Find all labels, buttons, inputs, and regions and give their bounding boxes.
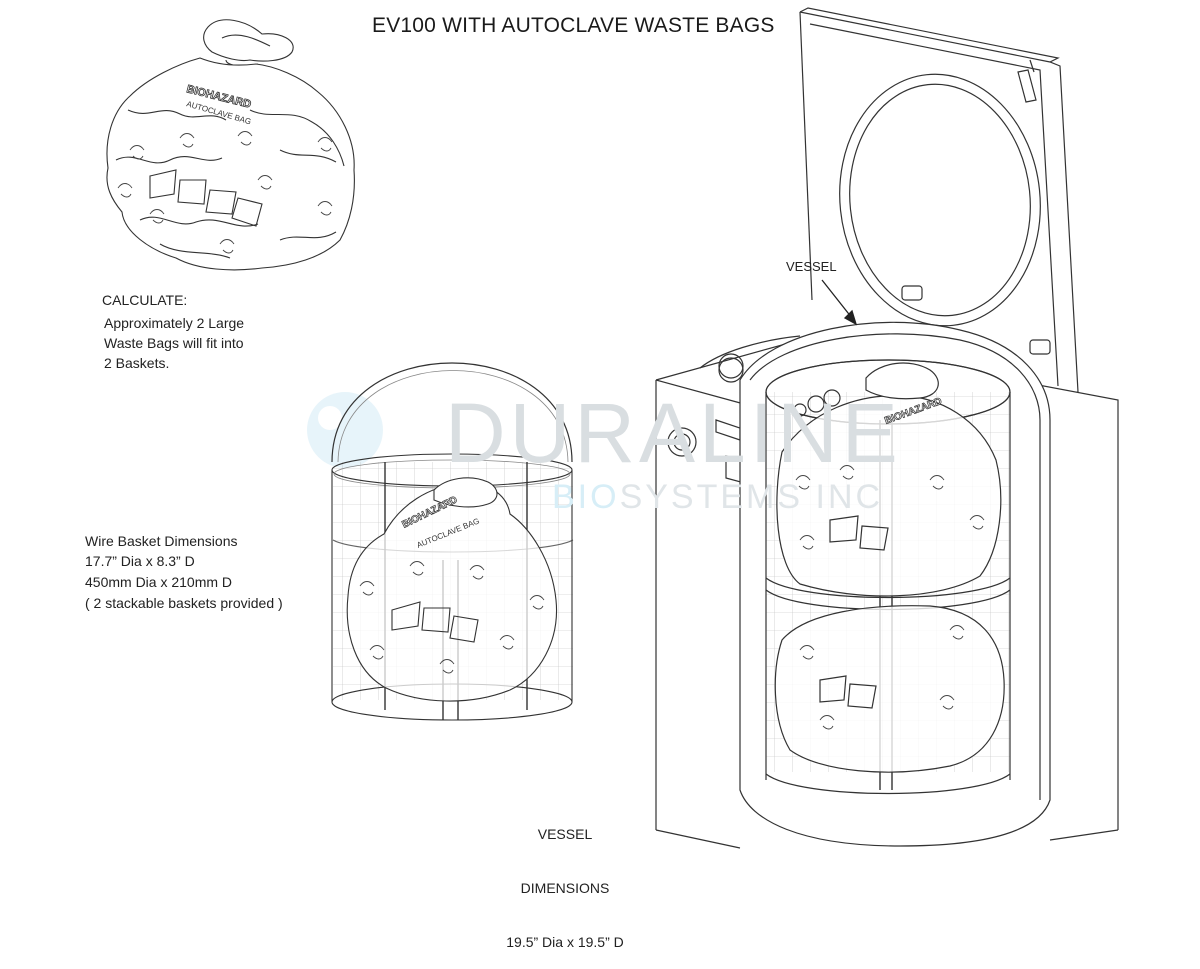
autoclave-illustration [655,7,1119,849]
wire-basket-illustration [331,362,574,721]
calculate-line-3: 2 Baskets. [104,355,170,371]
vessel-dimensions-line-3: 19.5” Dia x 19.5” D [506,934,624,950]
calculate-line-2: Waste Bags will fit into [104,335,244,351]
vessel-dimensions-label: VESSEL DIMENSIONS 19.5” Dia x 19.5” D [470,789,660,969]
diagram-illustration: BIOHAZARD AUTOCLAVE BAG [106,7,1119,849]
vessel-callout-arrow [821,279,858,326]
basket-dimensions-note: ( 2 stackable baskets provided ) [85,595,283,611]
watermark-main: DURALINE [445,386,902,480]
basket-dimensions-mm: 450mm Dia x 210mm D [85,574,233,590]
watermark-logo-icon [307,392,383,468]
vessel-dimensions-line-2: DIMENSIONS [520,880,610,896]
calculate-line-1: Approximately 2 Large [104,315,245,331]
basket-dimensions-heading: Wire Basket Dimensions [85,533,238,549]
watermark-sub-highlight: BIO [552,478,620,516]
watermark-sub-rest: SYSTEMS INC [619,478,884,516]
vessel-dimensions-line-1: VESSEL [537,826,593,842]
basket-dimensions-inches: 17.7” Dia x 8.3” D [85,553,195,569]
watermark-sub: BIOSYSTEMS INC [552,478,883,517]
biohazard-bag-illustration [106,19,355,271]
diagram-title: EV100 WITH AUTOCLAVE WASTE BAGS [372,14,775,37]
vessel-callout-label: VESSEL [786,259,837,274]
calculate-heading: CALCULATE: [102,292,188,308]
